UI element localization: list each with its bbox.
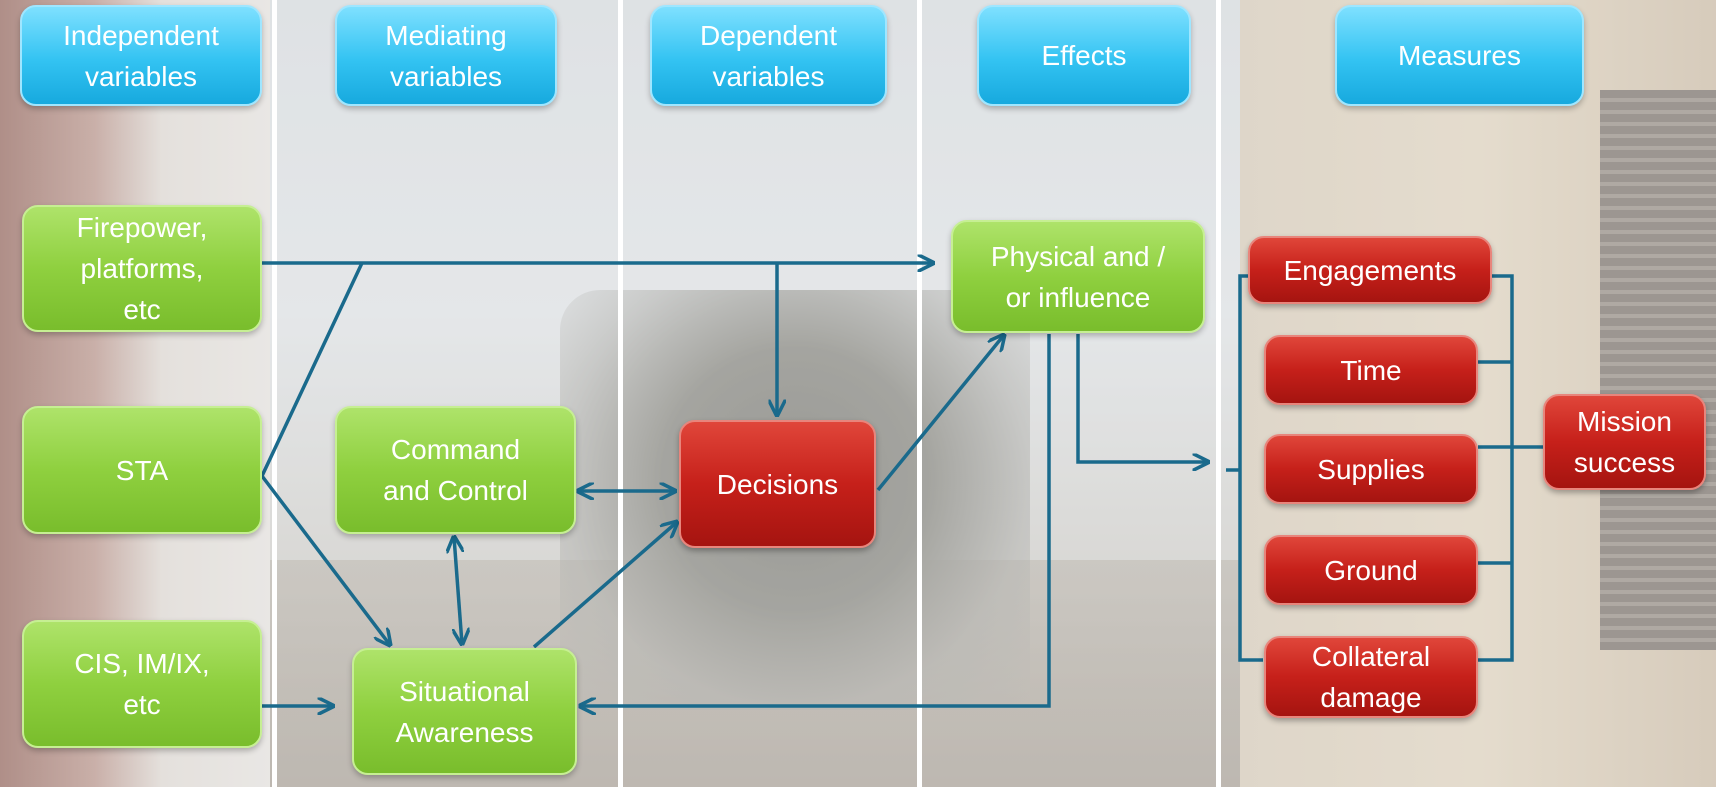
header-mediating-variables: Mediating variables: [335, 5, 557, 106]
node-supplies: Supplies: [1264, 434, 1478, 504]
header-dependent-variables: Dependent variables: [650, 5, 887, 106]
arrow-sa-to-decisions: [532, 522, 677, 649]
node-sta: STA: [22, 406, 262, 534]
column-divider: [272, 0, 277, 787]
link-sta-firepower: [260, 262, 364, 477]
arrow-c2-sa: [454, 537, 462, 644]
node-cis-im-ix: CIS, IM/IX, etc: [22, 620, 262, 748]
node-collateral-damage: Collateral damage: [1264, 636, 1478, 718]
column-divider: [1216, 0, 1221, 787]
arrow-decisions-to-effects: [876, 335, 1004, 492]
node-engagements: Engagements: [1248, 236, 1492, 304]
header-measures: Measures: [1335, 5, 1584, 106]
header-effects: Effects: [977, 5, 1191, 106]
column-divider: [618, 0, 623, 787]
arrow-effects-to-sa: [580, 334, 1051, 706]
node-mission-success: Mission success: [1543, 394, 1706, 490]
node-time: Time: [1264, 335, 1478, 405]
node-firepower-platforms: Firepower, platforms, etc: [22, 205, 262, 332]
node-situational-awareness: Situational Awareness: [352, 648, 577, 775]
node-physical-influence: Physical and / or influence: [951, 220, 1205, 333]
column-divider: [917, 0, 922, 787]
background-window-shutter: [1600, 90, 1716, 650]
node-command-and-control: Command and Control: [335, 406, 576, 534]
arrow-effects-to-measures: [1076, 334, 1208, 462]
header-independent-variables: Independent variables: [20, 5, 262, 106]
measures-bracket-right: [1478, 274, 1514, 662]
measures-bracket-left: [1238, 274, 1263, 662]
node-ground: Ground: [1264, 535, 1478, 605]
node-decisions: Decisions: [679, 420, 876, 548]
arrow-sta-to-sa: [260, 474, 390, 645]
